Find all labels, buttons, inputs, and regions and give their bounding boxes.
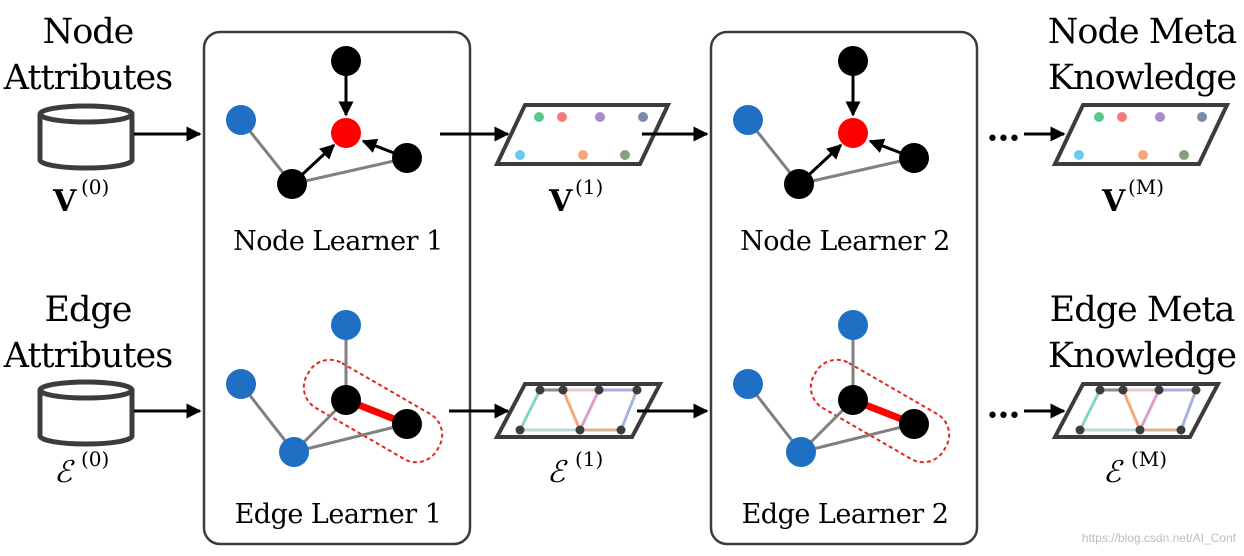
vm-symbol: V (M) xyxy=(1101,175,1164,219)
node-blue xyxy=(226,369,256,399)
node-blue xyxy=(226,105,256,135)
edge-learner-2-graph xyxy=(733,310,951,467)
node-learner-2-caption: Node Learner 2 xyxy=(740,226,950,257)
node-meta-knowledge-label-line2: Knowledge xyxy=(1048,58,1236,98)
svg-text:(1): (1) xyxy=(575,447,603,471)
node-red-target xyxy=(838,118,868,148)
svg-text:V: V xyxy=(548,184,573,219)
edge-learner-2-caption: Edge Learner 2 xyxy=(742,499,949,530)
node-black xyxy=(838,46,868,76)
node-black xyxy=(277,169,307,199)
node-black xyxy=(331,46,361,76)
e1-symbol: ℰ (1) xyxy=(547,447,603,490)
node-attributes-label-line2: Attributes xyxy=(3,58,172,98)
svg-text:(M): (M) xyxy=(1128,175,1164,199)
edge-meta-knowledge-label-line2: Knowledge xyxy=(1048,336,1236,376)
node-ellipsis: ••• xyxy=(986,127,1019,152)
node-embedding-vm xyxy=(1051,103,1231,166)
node-learner-2-graph xyxy=(733,46,929,199)
node-blue xyxy=(331,310,361,340)
edge-database-icon xyxy=(37,379,135,447)
edge-attributes-label-line2: Attributes xyxy=(3,336,172,376)
node-red-target xyxy=(331,118,361,148)
node-embedding-v1 xyxy=(493,103,672,166)
svg-text:ℰ: ℰ xyxy=(1103,455,1124,490)
edge-meta-knowledge-label-line1: Edge Meta xyxy=(1050,290,1235,330)
node-black xyxy=(392,143,422,173)
edge-embedding-e1 xyxy=(493,382,664,439)
node-black xyxy=(331,385,361,415)
node-black xyxy=(784,169,814,199)
svg-text:(M): (M) xyxy=(1131,447,1167,471)
em-symbol: ℰ (M) xyxy=(1103,447,1167,490)
node-attributes-label-line1: Node xyxy=(43,12,134,52)
v1-symbol: V (1) xyxy=(548,175,603,219)
edge-learner-1-graph xyxy=(226,310,444,467)
node-blue xyxy=(279,437,309,467)
edge-ellipsis: ••• xyxy=(986,404,1019,429)
node-learner-1-graph xyxy=(226,46,422,199)
node-black xyxy=(392,409,422,439)
node-blue xyxy=(838,310,868,340)
svg-text:(0): (0) xyxy=(81,447,109,471)
svg-text:(0): (0) xyxy=(81,175,109,199)
node-blue xyxy=(733,369,763,399)
edge-input-symbol: ℰ (0) xyxy=(54,447,109,490)
node-meta-knowledge-label-line1: Node Meta xyxy=(1048,12,1237,52)
edge-learner-1-caption: Edge Learner 1 xyxy=(235,499,442,530)
edge-embedding-em xyxy=(1051,382,1222,439)
node-black xyxy=(899,409,929,439)
node-black xyxy=(838,385,868,415)
node-database-icon xyxy=(37,103,135,171)
node-blue xyxy=(733,105,763,135)
svg-text:ℰ: ℰ xyxy=(54,455,75,490)
watermark: https://blog.csdn.net/AI_Conf xyxy=(1082,531,1237,545)
node-learner-1-caption: Node Learner 1 xyxy=(233,226,443,257)
svg-text:ℰ: ℰ xyxy=(547,455,568,490)
edge-attributes-label-line1: Edge xyxy=(44,290,131,330)
svg-text:V: V xyxy=(1101,184,1126,219)
svg-text:(1): (1) xyxy=(575,175,603,199)
svg-text:V: V xyxy=(52,184,77,219)
node-blue xyxy=(786,437,816,467)
node-black xyxy=(899,143,929,173)
node-input-symbol: V (0) xyxy=(52,175,109,219)
